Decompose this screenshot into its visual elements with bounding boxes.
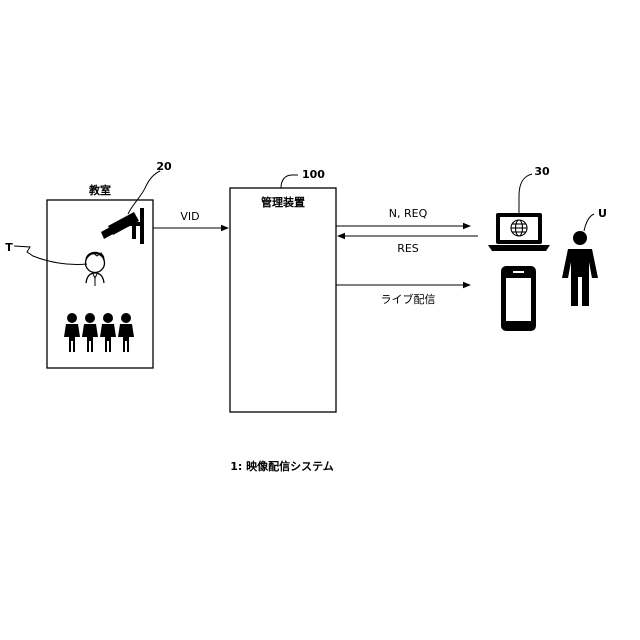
student-1: [64, 313, 80, 352]
management-ref-label: 100: [302, 168, 325, 181]
student-2: [82, 313, 98, 352]
live-flow: ライブ配信: [336, 285, 470, 306]
smartphone-icon: [501, 266, 536, 331]
teacher-ref-leader: [14, 246, 87, 265]
user-terminal-block: 30: [488, 165, 550, 331]
students-icon: [64, 313, 134, 352]
classroom-block: 教室 20 T: [5, 160, 172, 368]
security-camera-icon: [101, 208, 144, 244]
user-ref-leader: [584, 214, 594, 231]
vid-flow: VID: [153, 210, 228, 228]
teacher-ref-label: T: [5, 241, 13, 254]
student-4: [118, 313, 134, 352]
laptop-icon: [488, 213, 550, 251]
student-3: [100, 313, 116, 352]
system-caption: 1: 映像配信システム: [230, 459, 334, 473]
terminal-ref-label: 30: [534, 165, 550, 178]
request-label: N, REQ: [389, 207, 428, 220]
user-block: U: [562, 207, 607, 306]
live-label: ライブ配信: [381, 292, 436, 306]
response-flow: RES: [338, 236, 478, 255]
teacher-icon: [86, 253, 105, 287]
user-ref-label: U: [598, 207, 607, 220]
camera-ref-label: 20: [156, 160, 172, 173]
response-label: RES: [397, 242, 419, 255]
camera-ref-leader: [128, 171, 160, 214]
vid-label: VID: [180, 210, 199, 223]
management-block: 管理装置 100: [230, 168, 336, 412]
request-flow: N, REQ: [336, 207, 470, 226]
management-box: [230, 188, 336, 412]
user-person-icon: [562, 231, 598, 306]
management-title: 管理装置: [261, 195, 305, 209]
terminal-ref-leader: [519, 174, 532, 213]
classroom-title: 教室: [88, 183, 111, 197]
management-ref-leader: [281, 175, 298, 188]
